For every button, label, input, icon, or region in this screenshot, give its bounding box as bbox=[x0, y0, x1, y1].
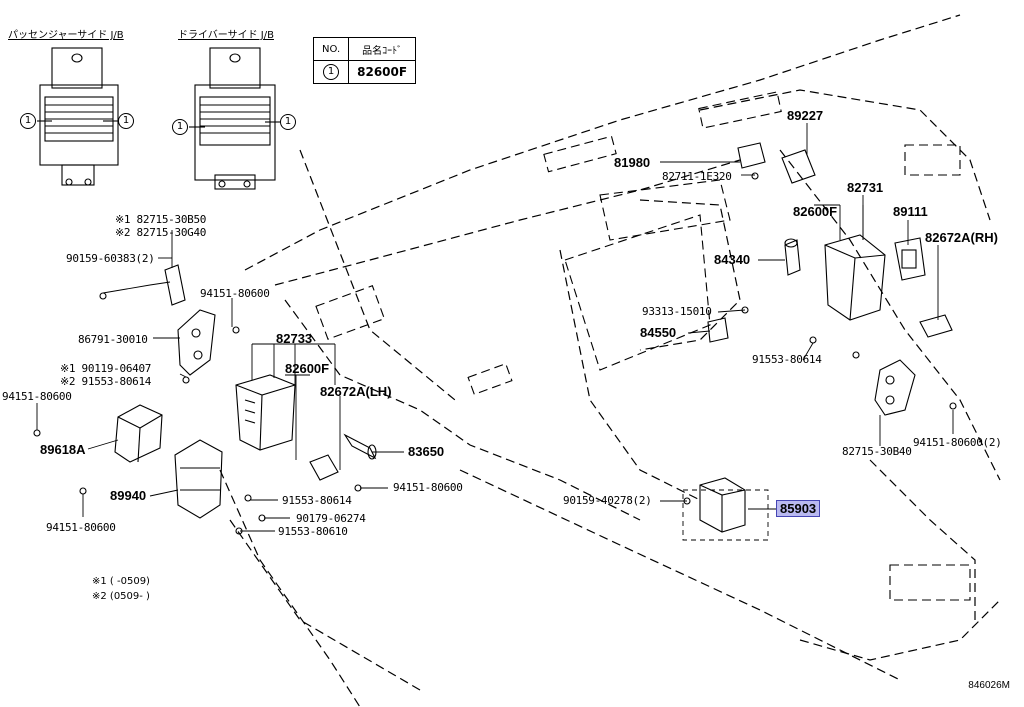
label-89227[interactable]: 89227 bbox=[787, 108, 824, 123]
label-90159-40278[interactable]: 90159-40278(2) bbox=[563, 494, 652, 507]
dashboard-outline bbox=[219, 14, 1001, 707]
label-94151-80600-b[interactable]: 94151-80600 bbox=[2, 390, 72, 403]
ecu-82731 bbox=[824, 234, 886, 321]
label-82733[interactable]: 82733 bbox=[276, 331, 313, 346]
label-84550[interactable]: 84550 bbox=[640, 325, 677, 340]
label-82672a-lh[interactable]: 82672A(LH) bbox=[320, 384, 392, 399]
label-82715-30g40[interactable]: ※2 82715-30G40 bbox=[115, 226, 207, 239]
legend-col-code: 品名ｺｰﾄﾞ bbox=[348, 37, 417, 61]
module-89940 bbox=[174, 439, 223, 519]
driver-jb-title: ドライバーサイド J/B bbox=[178, 30, 274, 41]
label-90159-60383[interactable]: 90159-60383(2) bbox=[66, 252, 155, 265]
label-89111[interactable]: 89111 bbox=[893, 204, 928, 219]
driver-junction-box bbox=[194, 47, 276, 190]
label-83650[interactable]: 83650 bbox=[408, 444, 445, 459]
label-91553-80614-b[interactable]: 91553-80614 bbox=[282, 494, 352, 507]
part-85903 bbox=[699, 477, 746, 533]
note-2: ※2 (0509- ) bbox=[92, 591, 150, 602]
connector-82672a-rh bbox=[919, 314, 953, 338]
label-85903[interactable]: 85903 bbox=[776, 500, 821, 517]
label-86791-30010[interactable]: 86791-30010 bbox=[78, 333, 148, 346]
bracket-86791 bbox=[177, 309, 216, 376]
legend-row-code: 82600F bbox=[348, 60, 417, 84]
marker-1-c: 1 bbox=[172, 119, 188, 135]
part-84550 bbox=[707, 317, 729, 343]
connector-82672a-lh bbox=[309, 454, 339, 481]
figure-id: 846026M bbox=[968, 680, 1010, 691]
module-89618a bbox=[114, 404, 163, 463]
marker-1-a: 1 bbox=[20, 113, 36, 129]
label-93313-15010[interactable]: 93313-15010 bbox=[642, 305, 712, 318]
note-1: ※1 ( -0509) bbox=[92, 576, 150, 587]
label-82672a-rh[interactable]: 82672A(RH) bbox=[925, 230, 998, 245]
label-94151-80600-e[interactable]: 94151-80600(2) bbox=[913, 436, 1002, 449]
label-82600f-b[interactable]: 82600F bbox=[793, 204, 838, 219]
legend-table: NO.品名ｺｰﾄﾞ 1 82600F bbox=[312, 37, 417, 84]
label-94151-80600-d[interactable]: 94151-80600 bbox=[393, 481, 463, 494]
label-82600f-a[interactable]: 82600F bbox=[285, 361, 330, 376]
leader-lines bbox=[36, 123, 954, 541]
label-90119-06407[interactable]: ※1 90119-06407 bbox=[60, 362, 152, 375]
label-91553-80610[interactable]: 91553-80610 bbox=[278, 525, 348, 538]
passenger-junction-box bbox=[39, 47, 119, 186]
part-89227 bbox=[781, 149, 816, 184]
part-81980 bbox=[737, 142, 766, 169]
part-83650 bbox=[343, 433, 377, 460]
ecu-82733 bbox=[235, 374, 296, 451]
part-84340 bbox=[784, 238, 801, 276]
label-91553-80614-a[interactable]: ※2 91553-80614 bbox=[60, 375, 152, 388]
label-81980[interactable]: 81980 bbox=[614, 155, 651, 170]
label-84340[interactable]: 84340 bbox=[714, 252, 751, 267]
label-94151-80600-c[interactable]: 94151-80600 bbox=[46, 521, 116, 534]
passenger-jb-title: パッセンジャーサイド J/B bbox=[8, 30, 124, 41]
label-82715-30b40[interactable]: 82715-30B40 bbox=[842, 445, 912, 458]
label-82711-1e320[interactable]: 82711-1E320 bbox=[662, 170, 732, 183]
label-82715-30b50[interactable]: ※1 82715-30B50 bbox=[115, 213, 207, 226]
legend-col-no: NO. bbox=[312, 37, 350, 61]
marker-1-d: 1 bbox=[280, 114, 296, 130]
part-89111 bbox=[894, 237, 926, 281]
label-82731[interactable]: 82731 bbox=[847, 180, 884, 195]
label-91553-80614-c[interactable]: 91553-80614 bbox=[752, 353, 822, 366]
label-89618a[interactable]: 89618A bbox=[40, 442, 86, 457]
legend-row-no: 1 bbox=[323, 64, 340, 80]
label-90179-06274[interactable]: 90179-06274 bbox=[296, 512, 366, 525]
label-89940[interactable]: 89940 bbox=[110, 488, 147, 503]
marker-1-b: 1 bbox=[118, 113, 134, 129]
bracket-82715-lh bbox=[149, 264, 186, 306]
label-94151-80600-a[interactable]: 94151-80600 bbox=[200, 287, 270, 300]
bracket-82715-30b40 bbox=[874, 359, 916, 416]
